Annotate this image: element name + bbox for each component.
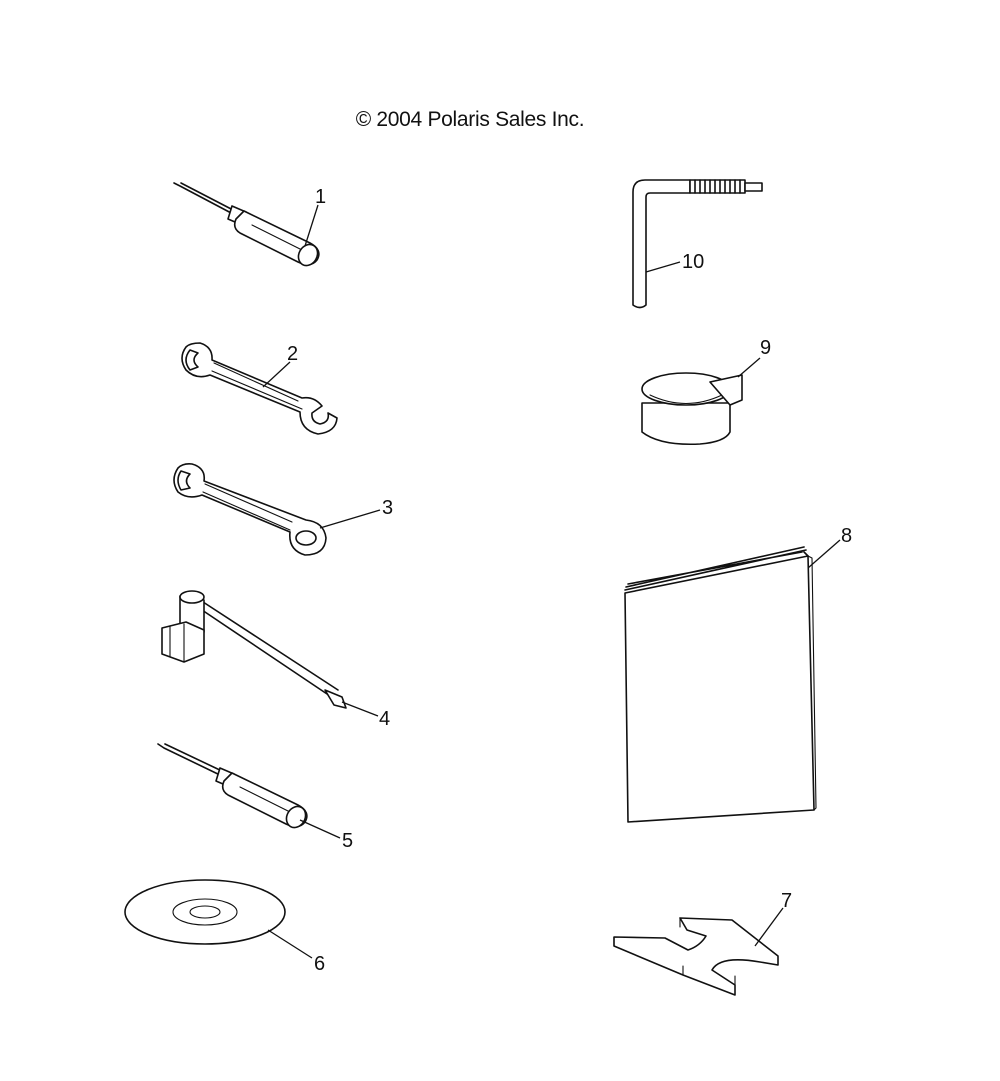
callout-2: 2: [262, 343, 298, 388]
callout-number: 9: [760, 337, 771, 359]
callout-number: 5: [342, 830, 353, 852]
owners-manual-icon: [624, 546, 817, 823]
callout-number: 7: [781, 890, 792, 912]
callout-5: 5: [299, 819, 353, 852]
callout-7: 7: [754, 890, 792, 947]
open-end-wrench-icon: [181, 342, 338, 435]
hex-key-icon: [632, 179, 763, 309]
callout-4: 4: [341, 701, 390, 730]
callout-1: 1: [304, 186, 326, 247]
callout-8: 8: [807, 525, 852, 569]
callout-number: 3: [382, 497, 393, 519]
callout-number: 2: [287, 343, 298, 365]
callout-number: 4: [379, 708, 390, 730]
strap-icon: [641, 372, 743, 446]
screwdriver-icon: [173, 182, 320, 267]
callout-3: 3: [319, 497, 393, 529]
copyright-notice: © 2004 Polaris Sales Inc.: [355, 108, 585, 131]
combination-wrench-icon: [173, 463, 327, 556]
callout-number: 1: [315, 186, 326, 208]
spanner-tool-icon: [613, 917, 779, 996]
cd-disc-icon: [124, 879, 286, 945]
callout-number: 8: [841, 525, 852, 547]
callout-9: 9: [737, 337, 771, 378]
callout-number: 6: [314, 953, 325, 975]
callout-6: 6: [267, 929, 325, 975]
callout-number: 10: [682, 251, 704, 273]
screwdriver-icon: [157, 743, 308, 829]
spark-plug-socket-wrench-icon: [161, 590, 347, 709]
callout-10: 10: [645, 251, 704, 273]
